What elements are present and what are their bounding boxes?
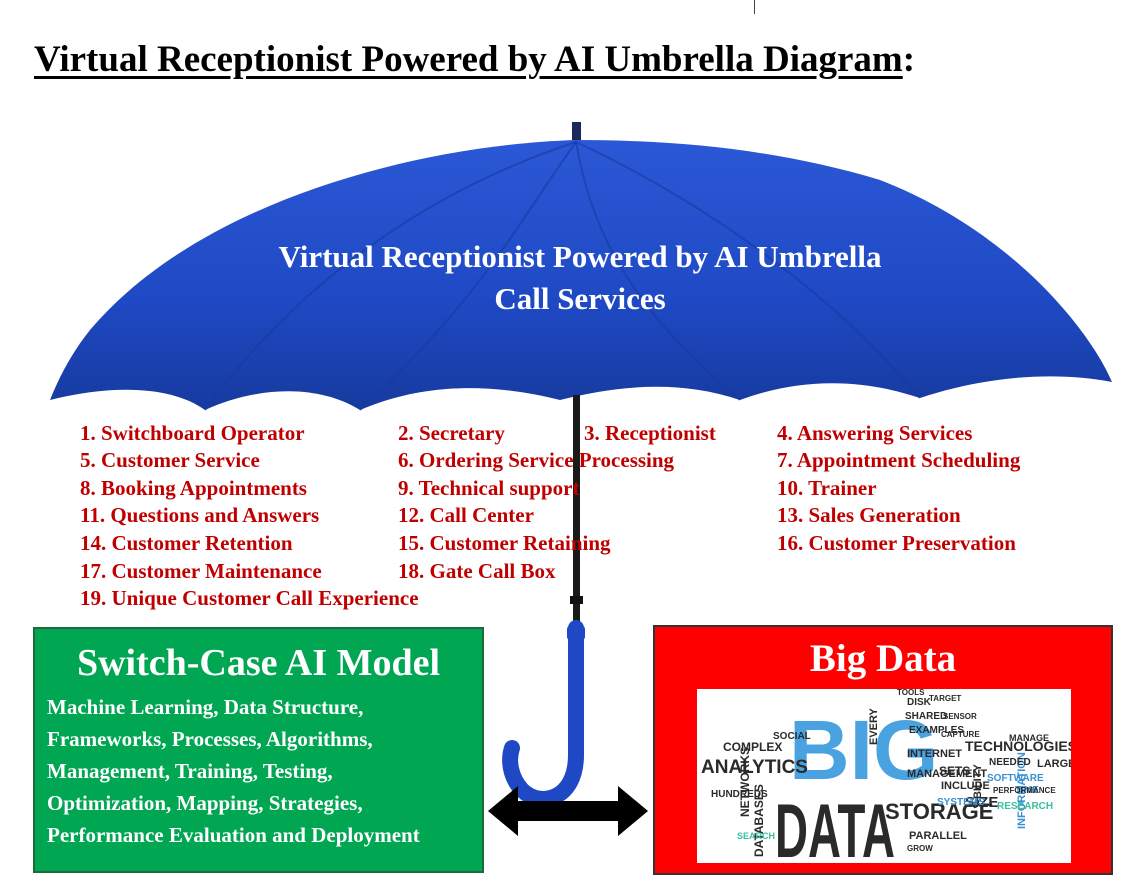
service-item: 7. Appointment Scheduling [777,448,1021,472]
umbrella-shaft [573,395,580,635]
service-item: 13. Sales Generation [777,503,961,527]
word-cloud-word: INCLUDE [941,780,990,792]
service-item: 6. Ordering Service Processing [398,448,675,472]
word-cloud-word: SYSTEMS [937,797,985,808]
service-item: 18. Gate Call Box [398,559,556,583]
service-item: 10. Trainer [777,476,877,500]
umbrella-runner [570,596,583,604]
word-cloud-word: MANAGE [1009,733,1049,743]
umbrella-rib [359,141,577,411]
service-item: 11. Questions and Answers [80,503,320,527]
text-cursor-mark [754,0,755,14]
umbrella-canopy [50,140,1112,410]
word-cloud-word: TECHNOLOGIES [965,738,1071,754]
word-cloud-word: COMPLEX [723,740,782,754]
service-item: 8. Booking Appointments [80,476,307,500]
word-cloud-data: DATA [775,789,895,863]
canopy-title-line1: Virtual Receptionist Powered by AI Umbre… [278,239,882,274]
word-cloud-word: SETS [939,764,970,778]
word-cloud-word: EVERY [868,707,880,745]
ai-model-line: Performance Evaluation and Deployment [47,823,420,847]
service-item: 15. Customer Retaining [398,531,611,555]
word-cloud-big: BIG [789,703,938,797]
word-cloud-word: GROW [907,844,933,853]
word-cloud-word: ANALYTICS [701,757,808,778]
service-item: 9. Technical support [398,476,580,500]
canopy-title-line2: Call Services [494,281,666,316]
ai-model-box: Switch-Case AI Model Machine Learning, D… [33,627,484,873]
word-cloud-word: PERFORMANCE [993,786,1056,795]
word-cloud-word: RESEARCH [997,801,1053,812]
service-item: 3. Receptionist [584,421,716,445]
service-item: 2. Secretary [398,421,505,445]
service-item: 4. Answering Services [777,421,973,445]
word-cloud-word: SEARCH [737,831,775,841]
word-cloud-word: CAPTURE [941,730,980,739]
umbrella-rib [204,141,577,411]
word-cloud-word: TARGET [929,694,961,703]
service-item: 1. Switchboard Operator [80,421,305,445]
word-cloud-word: HUNDREDS [711,789,768,800]
word-cloud-word: STORAGE [885,799,993,824]
umbrella-rib [575,141,741,401]
umbrella-handle-top [567,626,585,640]
service-item: 5. Customer Service [80,448,260,472]
word-cloud-word: ABILITY [972,764,984,807]
ai-model-line: Machine Learning, Data Structure, [47,695,364,719]
service-item: 17. Customer Maintenance [80,559,322,583]
word-cloud-word: MANAGEMENT [907,768,987,780]
big-data-title: Big Data [809,637,957,680]
word-cloud-word: NEEDED [989,757,1031,768]
page-title: Virtual Receptionist Powered by AI Umbre… [34,39,916,80]
word-cloud-word: TOOLS [897,689,925,697]
word-cloud-word: DATABASES [752,784,766,857]
service-item: 12. Call Center [398,503,534,527]
ai-model-line: Frameworks, Processes, Algorithms, [47,727,373,751]
word-cloud-word: INTERNET [907,748,962,760]
word-cloud-word: TIME [1015,785,1039,796]
umbrella-handle [502,620,584,807]
service-item: 14. Customer Retention [80,531,293,555]
word-cloud-word: SHARED [905,711,947,722]
word-cloud-word: SENSOR [943,712,977,721]
umbrella-rib [575,141,921,399]
word-cloud-word: SOFTWARE [987,773,1044,784]
word-cloud-word: DISK [907,697,932,708]
double-arrow-icon [488,786,648,836]
word-cloud-word: SIZE [965,794,998,811]
service-item: 19. Unique Customer Call Experience [80,586,419,610]
ai-model-line: Optimization, Mapping, Strategies, [47,791,363,815]
ai-model-title: Switch-Case AI Model [76,642,441,684]
service-item: 16. Customer Preservation [777,531,1016,555]
word-cloud-word: INFORMATION [1016,752,1028,829]
word-cloud-word: EXAMPLES [909,725,964,736]
word-cloud-word: SOCIAL [773,731,811,742]
word-cloud-word: LARGE [1037,758,1071,770]
umbrella-tip [572,122,581,144]
word-cloud-word: PARALLEL [909,830,967,842]
word-cloud-word: NETWORKS [738,747,752,817]
ai-model-line: Management, Training, Testing, [47,759,333,783]
